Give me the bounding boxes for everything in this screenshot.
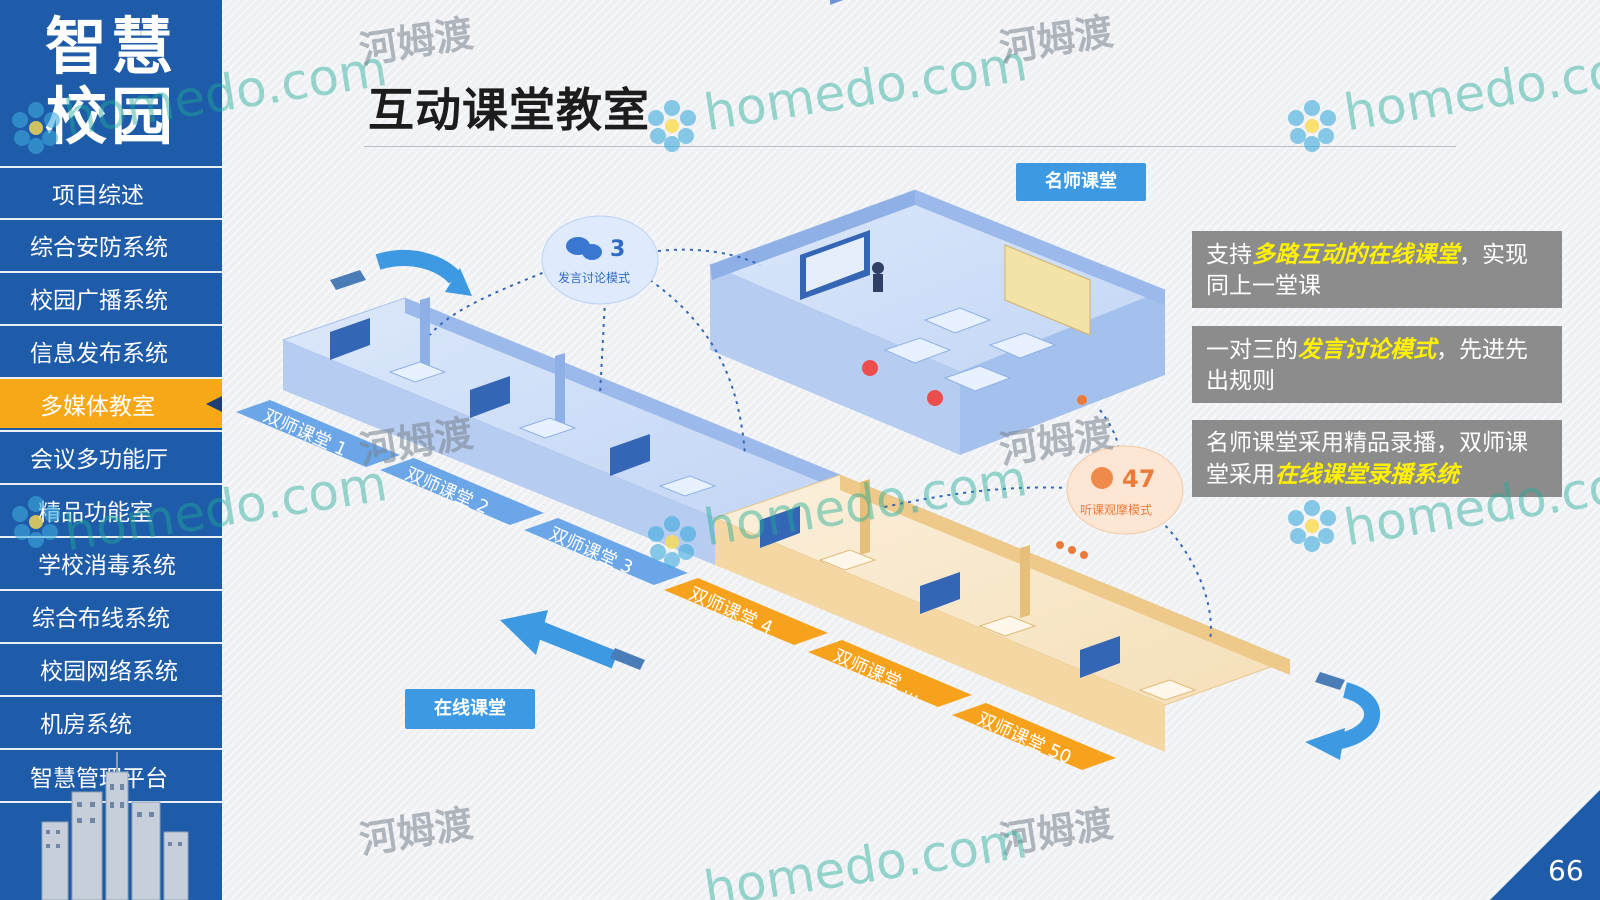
sidebar-item-label: 项目综述 [52, 182, 144, 209]
online-classroom-label: 在线课堂 [405, 689, 535, 729]
sidebar-item-security[interactable]: 综合安防系统 [0, 218, 222, 269]
sidebar-item-label: 多媒体教室 [40, 393, 155, 420]
feature-highlight: 发言讨论模式 [1298, 336, 1436, 363]
discussion-label: 发言讨论模式 [558, 270, 630, 285]
sidebar-item-conference[interactable]: 会议多功能厅 [0, 430, 222, 481]
indicator-dot [1077, 395, 1087, 405]
sidebar-item-disinfection[interactable]: 学校消毒系统 [0, 536, 222, 587]
sidebar-item-label: 信息发布系统 [30, 340, 168, 367]
feature-text: 支持 [1206, 242, 1252, 268]
brand-line-1: 智慧 [44, 10, 177, 83]
discussion-mode-bubble: 3 发言讨论模式 [541, 215, 659, 305]
sidebar-item-broadcast[interactable]: 校园广播系统 [0, 271, 222, 322]
flow-arrow-bottom-right [1305, 672, 1380, 760]
brand-line-2: 校园 [44, 80, 177, 153]
feature-box-discussion-mode: 一对三的发言讨论模式，先进先 出规则 [1192, 326, 1562, 403]
head-icon [1091, 467, 1113, 489]
feature-text: 一对三的 [1206, 337, 1298, 363]
ellipsis-dots [1056, 541, 1088, 559]
feature-highlight: 在线课堂录播系统 [1275, 461, 1459, 488]
feature-box-recording: 名师课堂采用精品录播，双师课 堂采用在线课堂录播系统 [1192, 420, 1562, 497]
page-title: 互动课堂教室 [368, 83, 650, 137]
sidebar-item-network[interactable]: 校园网络系统 [0, 642, 222, 693]
observe-label: 听课观摩模式 [1080, 502, 1152, 517]
flow-arrow-bottom-left [500, 610, 645, 670]
feature-highlight: 多路互动的在线课堂 [1252, 241, 1459, 268]
sidebar-item-label: 综合安防系统 [30, 234, 168, 261]
feature-text: ，实现 同上一堂课 [1206, 242, 1528, 299]
connection-lines [429, 248, 1212, 641]
dual-teacher-classroom-row-orange [713, 474, 1292, 752]
discussion-count: 3 [610, 237, 625, 262]
sidebar-item-multimedia[interactable]: 多媒体教室 [0, 377, 222, 428]
sidebar-item-label: 学校消毒系统 [38, 552, 176, 579]
city-skyline-icon [41, 752, 189, 900]
sidebar-item-label: 校园网络系统 [40, 658, 178, 685]
flow-arrow-top-left [330, 250, 472, 296]
watermark-flower-icon [1288, 500, 1336, 552]
sidebar-item-info-release[interactable]: 信息发布系统 [0, 324, 222, 375]
watermark-flower-icon [648, 100, 696, 152]
chat-icon [566, 237, 602, 260]
observe-count: 47 [1122, 465, 1155, 493]
feature-box-multi-interactive: 支持多路互动的在线课堂，实现 同上一堂课 [1192, 231, 1562, 308]
page-number: 66 [1548, 854, 1584, 887]
famous-teacher-label: 名师课堂 [1016, 163, 1146, 201]
watermark-flower-icon [648, 516, 696, 568]
sidebar-item-label: 综合布线系统 [32, 605, 170, 632]
title-divider [364, 146, 1456, 147]
famous-teacher-classroom [708, 0, 1167, 455]
watermark-flower-icon [12, 102, 60, 154]
sidebar-item-label: 智慧管理平台 [30, 765, 168, 792]
feature-text: ，先进先 出规则 [1206, 337, 1528, 394]
dual-teacher-classroom-row-blue [281, 297, 842, 565]
feature-text: 名师课堂采用精品录播，双师课 堂采用 [1206, 430, 1528, 488]
sidebar-item-overview[interactable]: 项目综述 [0, 166, 222, 217]
sidebar-item-label: 机房系统 [40, 711, 132, 738]
page-corner-decoration [1490, 790, 1600, 900]
sidebar-item-label: 会议多功能厅 [30, 446, 168, 473]
sidebar-item-cabling[interactable]: 综合布线系统 [0, 589, 222, 640]
watermark-flower-icon [1288, 100, 1336, 152]
sidebar-item-label: 校园广播系统 [30, 287, 168, 314]
sidebar-item-server-room[interactable]: 机房系统 [0, 695, 222, 746]
observe-mode-bubble: 47 听课观摩模式 [1066, 445, 1184, 535]
watermark-flower-icon [12, 496, 60, 548]
